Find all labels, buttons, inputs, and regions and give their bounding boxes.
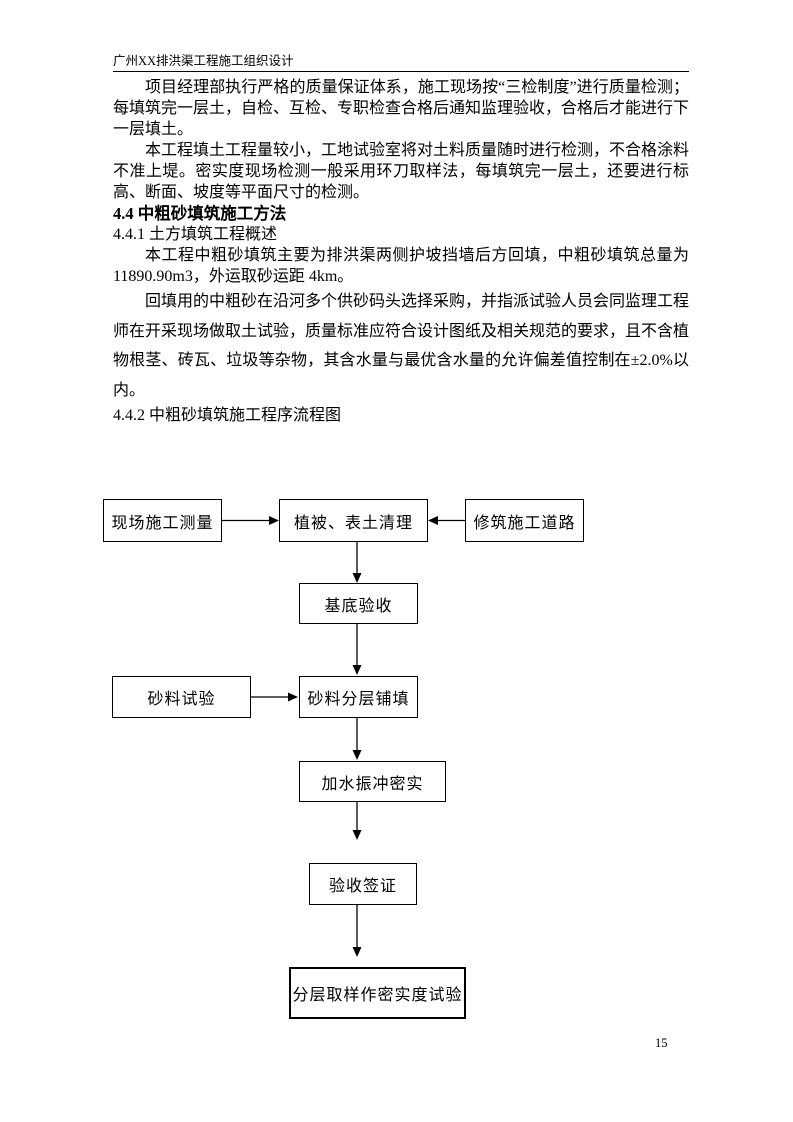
flow-node-sand-layered-filling: 砂料分层铺填 [299, 676, 418, 718]
arrowhead-sandtest-to-filling [288, 692, 298, 702]
flow-node-layered-sampling-density-test: 分层取样作密实度试验 [289, 967, 466, 1019]
paragraph-sand-overview: 本工程中粗砂填筑主要为排洪渠两侧护坡挡墙后方回填，中粗砂填筑总量为11890.9… [113, 247, 689, 285]
page-header: 广州XX排洪渠工程施工组织设计 [113, 53, 689, 72]
heading-4-4: 4.4 中粗砂填筑施工方法 [113, 204, 287, 223]
arrowhead-compaction-to-acceptance [352, 830, 362, 840]
flow-node-construction-road: 修筑施工道路 [465, 499, 584, 542]
flow-node-site-survey: 现场施工测量 [103, 499, 222, 542]
flow-node-acceptance-signature: 验收签证 [309, 863, 417, 905]
arrowhead-survey-to-clearing [269, 516, 279, 525]
header-title: 广州XX排洪渠工程施工组织设计 [113, 54, 294, 68]
flow-node-foundation-acceptance: 基底验收 [299, 583, 418, 624]
heading-4-4-1: 4.4.1 土方填筑工程概述 [113, 226, 278, 243]
paragraph-sand-purchase: 回填用的中粗砂在沿河多个供砂码头选择采购，并指派试验人员会同监理工程师在开采现场… [113, 293, 690, 399]
arrowhead-filling-to-compaction [352, 750, 362, 760]
paragraph-quality-system: 项目经理部执行严格的质量保证体系，施工现场按“三检制度”进行质量检测；每填筑完一… [113, 79, 690, 138]
flow-node-sand-material-test: 砂料试验 [112, 676, 251, 718]
arrowhead-road-to-clearing [428, 516, 438, 525]
heading-4-4-2: 4.4.2 中粗砂填筑施工程序流程图 [113, 407, 342, 424]
arrowhead-acceptance-to-sampling [352, 947, 362, 957]
arrowhead-clearing-to-foundation [352, 573, 362, 583]
arrowhead-foundation-to-filling [352, 665, 362, 675]
document-body: 项目经理部执行严格的质量保证体系，施工现场按“三检制度”进行质量检测；每填筑完一… [113, 77, 689, 426]
paragraph-fill-inspection: 本工程填土工程量较小，工地试验室将对土料质量随时进行检测，不合格涂料不准上堤。密… [113, 142, 690, 201]
page-number: 15 [655, 1036, 668, 1050]
flow-node-vegetation-topsoil-clearing: 植被、表土清理 [279, 499, 428, 542]
flow-node-water-vibro-compaction: 加水振冲密实 [299, 761, 446, 802]
